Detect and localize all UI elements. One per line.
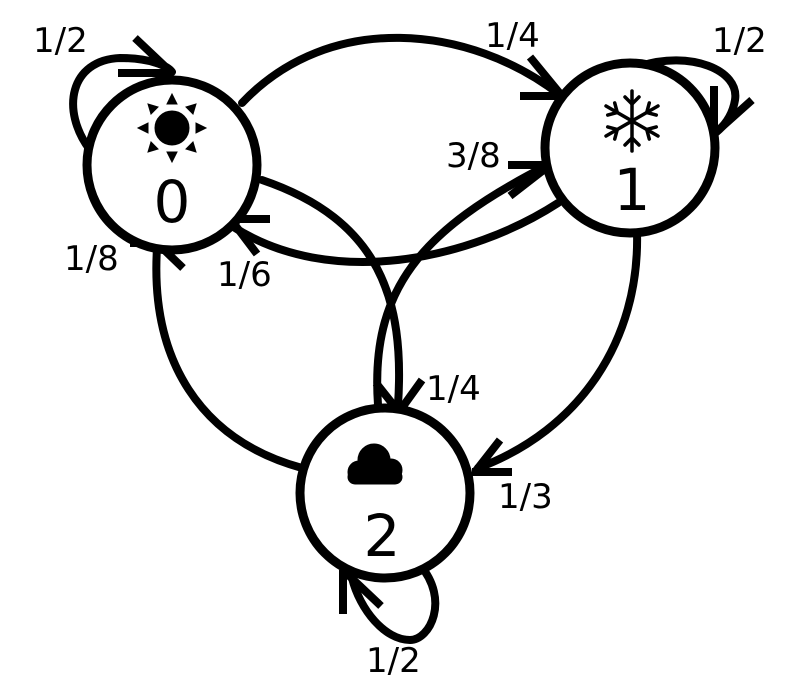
edge-1-to-0	[228, 199, 562, 266]
cloud-icon	[347, 443, 403, 485]
arrowhead-1-to-2	[471, 437, 512, 476]
arrowhead-2-to-2	[339, 567, 384, 614]
prob-label-1-to-2: 1/3	[498, 477, 553, 517]
state-id-2: 2	[364, 502, 401, 570]
arrowhead-0-to-1	[520, 54, 566, 100]
prob-label-1-to-1: 1/2	[712, 21, 767, 61]
prob-label-0-to-1: 1/4	[485, 16, 540, 56]
prob-label-0-to-0: 1/2	[33, 21, 88, 61]
edge-2-to-2	[348, 561, 440, 644]
edge-0-to-2	[258, 176, 404, 409]
prob-label-2-to-0: 1/8	[64, 239, 119, 279]
edge-0-to-1	[238, 33, 564, 107]
prob-label-2-to-1: 3/8	[446, 136, 501, 176]
prob-label-1-to-0: 1/6	[217, 255, 272, 295]
sun-icon	[136, 92, 208, 164]
state-id-0: 0	[154, 168, 191, 236]
arrowhead-0-to-0	[118, 35, 175, 77]
prob-label-2-to-2: 1/2	[366, 641, 421, 681]
state-node-1: 1	[540, 58, 720, 238]
state-id-1: 1	[614, 156, 651, 224]
edge-2-to-0	[152, 244, 306, 472]
prob-label-0-to-2: 1/4	[426, 369, 481, 409]
snowflake-icon	[604, 89, 660, 153]
edge-2-to-1	[373, 161, 552, 409]
edge-1-to-2	[474, 228, 642, 472]
state-node-0: 0	[82, 75, 262, 255]
state-node-2: 2	[295, 403, 475, 583]
